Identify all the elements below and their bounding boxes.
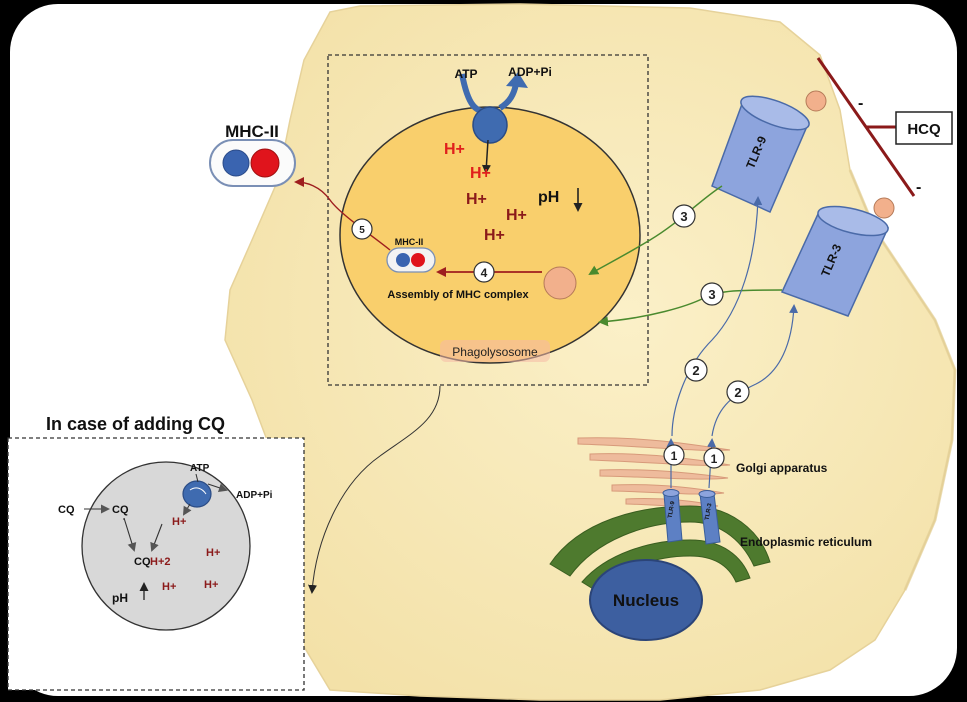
er-tlr3-small: TLR-3	[698, 490, 721, 545]
atp-label: ATP	[454, 67, 477, 81]
er-tlr3-label: TLR-3	[705, 502, 714, 520]
tlr3-receptor: TLR-3	[780, 205, 890, 317]
cq-h-plus-4: H+	[204, 579, 218, 591]
cq-ph-label: pH	[112, 591, 128, 605]
h-plus-1: H+	[444, 141, 465, 158]
er-tlr9-label: TLR-9	[668, 500, 677, 518]
cq-h-plus-3: H+	[162, 581, 176, 593]
mhc-ii-small-beta	[411, 253, 425, 267]
phagolysosome-zoom-box	[327, 54, 649, 386]
h-plus-3: H+	[466, 191, 487, 208]
hcq-box	[895, 111, 953, 145]
antigen-ball-icon	[543, 266, 577, 300]
cq-atp-label: ATP	[190, 463, 210, 474]
cq-vesicle	[81, 461, 251, 631]
step-2-arrow-tlr3	[711, 304, 799, 437]
cq-adp-pi-label: ADP+Pi	[236, 490, 273, 501]
step-2-marker-tlr3	[726, 380, 750, 404]
h-plus-4: H+	[506, 207, 527, 224]
step-4-number: 4	[481, 266, 488, 280]
nucleus-label: Nucleus	[613, 591, 679, 610]
step-3-arrow-tlr9	[588, 185, 723, 276]
step-1-marker-tlr9	[663, 444, 685, 466]
golgi-label: Golgi apparatus	[736, 461, 828, 475]
step-1-number-tlr9: 1	[671, 449, 678, 463]
mhc-ii-small-label: MHC-II	[395, 237, 424, 247]
nucleus	[589, 559, 703, 641]
cq-h-plus-1: H+	[172, 516, 186, 528]
er-label: Endoplasmic reticulum	[740, 535, 872, 549]
h-plus-5: H+	[484, 227, 505, 244]
mhc-ii-beta-chain	[250, 148, 280, 178]
phagolysosome-label: Phagolysosome	[452, 345, 538, 359]
h-plus-2: H+	[470, 165, 491, 182]
cq-protonation-arrow-down	[123, 517, 137, 552]
er-tlr9-small: TLR-9	[662, 489, 683, 543]
mhc-ii-alpha-chain	[222, 149, 250, 177]
cqh2-label-prefix: CQ	[134, 556, 151, 568]
mhc-ii-small-alpha	[396, 253, 410, 267]
mhc-ii-label: MHC-II	[225, 122, 279, 141]
cq-outside-label: CQ	[58, 504, 75, 516]
step-1-marker-tlr3	[703, 447, 725, 469]
proton-pump-icon	[472, 106, 508, 144]
cq-pump-h-arrow	[182, 503, 192, 516]
step-5-number: 5	[359, 225, 365, 236]
hcq-minus-top: -	[858, 95, 863, 112]
zoom-connector-arrow	[308, 385, 441, 594]
adp-output-arrowhead	[506, 72, 528, 88]
cq-proton-pump-icon	[182, 480, 212, 508]
ph-label: pH	[538, 189, 559, 206]
adp-pi-label: ADP+Pi	[508, 65, 552, 79]
hcq-label: HCQ	[907, 121, 941, 138]
cq-inside-label: CQ	[112, 504, 129, 516]
step-3-number-tlr9: 3	[680, 209, 687, 224]
step-5-arrow	[294, 177, 391, 251]
hcq-minus-bottom: -	[916, 179, 921, 196]
tlr9-ligand-icon	[805, 90, 827, 112]
step-2-marker-tlr9	[684, 358, 708, 382]
assembly-label: Assembly of MHC complex	[387, 289, 529, 301]
step-2-arrow-tlr9	[671, 196, 763, 437]
step-1-number-tlr3: 1	[711, 452, 718, 466]
cq-inset-title: In case of adding CQ	[46, 414, 225, 434]
tlr9-receptor: TLR-9	[711, 95, 810, 213]
step-5-marker	[351, 218, 373, 240]
h-plus-to-cq-arrow	[150, 523, 163, 552]
cq-adp-arrow	[207, 483, 228, 493]
step-3-marker-tlr9	[672, 204, 696, 228]
cqh2-label-suffix: H+2	[150, 556, 171, 568]
cq-h-plus-2: H+	[206, 547, 220, 559]
proton-pump-h-arrow	[481, 139, 491, 174]
phagolysosome-label-bg	[440, 340, 550, 362]
step-2-number-tlr3: 2	[734, 385, 741, 400]
step-3-number-tlr3: 3	[708, 287, 715, 302]
tlr3-ligand-icon	[873, 197, 895, 219]
step-2-number-tlr9: 2	[692, 363, 699, 378]
step-3-marker-tlr3	[700, 282, 724, 306]
step-4-marker	[473, 261, 495, 283]
